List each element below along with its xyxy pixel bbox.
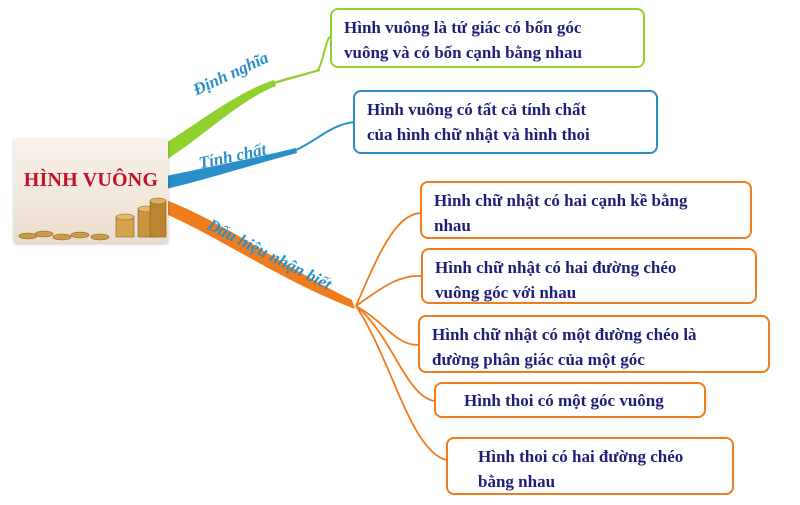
property-line-2: của hình chữ nhật và hình thoi	[367, 125, 590, 144]
branch-property-line	[295, 121, 355, 151]
sign-5-line-2: bằng nhau	[478, 472, 556, 491]
sign-2-line-1: Hình chữ nhật có hai đường chéo	[435, 258, 677, 277]
sign-box-1: Hình chữ nhật có hai cạnh kề bằng nhau	[420, 181, 752, 239]
sign-1-line-1: Hình chữ nhật có hai cạnh kề bằng	[434, 191, 688, 210]
branch-signs-ribbon	[166, 200, 355, 309]
sign-1-line-2: nhau	[434, 216, 471, 235]
branch-definition-ribbon	[166, 80, 276, 160]
branch-signs-connectors	[355, 212, 447, 461]
property-line-1: Hình vuông có tất cả tính chất	[367, 100, 587, 119]
sign-5-line-1: Hình thoi có hai đường chéo	[478, 447, 684, 466]
sign-box-3: Hình chữ nhật có một đường chéo là đường…	[418, 315, 770, 373]
sign-3-line-1: Hình chữ nhật có một đường chéo là	[432, 325, 697, 344]
sign-2-line-2: vuông góc với nhau	[435, 283, 577, 302]
property-box: Hình vuông có tất cả tính chất của hình …	[353, 90, 658, 154]
definition-line-2: vuông và có bốn cạnh bằng nhau	[344, 43, 583, 62]
sign-box-2: Hình chữ nhật có hai đường chéo vuông gó…	[421, 248, 757, 304]
sign-box-4: Hình thoi có một góc vuông	[434, 382, 706, 418]
sign-3-line-2: đường phân giác của một góc	[432, 350, 645, 369]
central-topic: HÌNH VUÔNG	[14, 139, 168, 243]
central-topic-title: HÌNH VUÔNG	[23, 169, 159, 191]
definition-box: Hình vuông là tứ giác có bốn góc vuông v…	[330, 8, 645, 68]
branch-property-ribbon	[166, 148, 297, 189]
coins-illustration	[18, 197, 167, 241]
sign-box-5: Hình thoi có hai đường chéo bằng nhau	[446, 437, 734, 495]
sign-4-line-1: Hình thoi có một góc vuông	[464, 391, 664, 410]
definition-line-1: Hình vuông là tứ giác có bốn góc	[344, 18, 582, 37]
